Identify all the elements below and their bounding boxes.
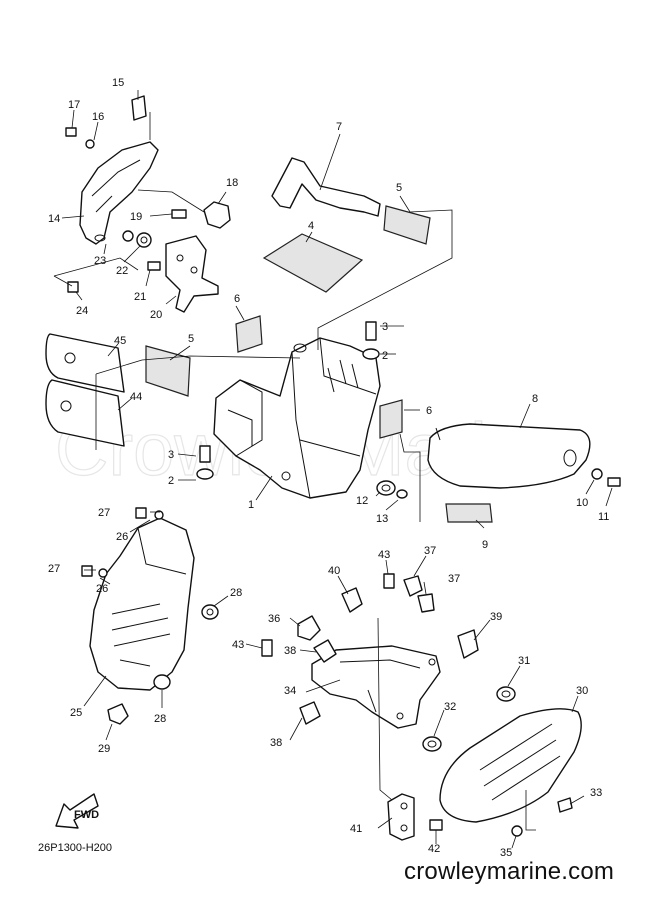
callout-34: 34: [284, 685, 296, 697]
callout-25: 25: [70, 707, 82, 719]
callout-28: 28: [230, 587, 242, 599]
callout-4: 4: [308, 220, 314, 232]
callout-29: 29: [98, 743, 110, 755]
callout-26: 26: [96, 583, 108, 595]
callout-22: 22: [116, 265, 128, 277]
callout-12: 12: [356, 495, 368, 507]
callout-39: 39: [490, 611, 502, 623]
panel-45[interactable]: [45, 333, 125, 393]
grommets-28[interactable]: [153, 604, 219, 690]
callout-16: 16: [92, 111, 104, 123]
callout-44: 44: [130, 391, 142, 403]
pad-6a[interactable]: [235, 315, 263, 353]
callout-38: 38: [270, 737, 282, 749]
callout-45: 45: [114, 335, 126, 347]
callout-42: 42: [428, 843, 440, 855]
callout-24: 24: [76, 305, 88, 317]
callout-38: 38: [284, 645, 296, 657]
callout-27: 27: [48, 563, 60, 575]
grommet-12-13[interactable]: [376, 480, 408, 499]
pad-6b[interactable]: [379, 399, 403, 439]
callout-37: 37: [448, 573, 460, 585]
callout-32: 32: [444, 701, 456, 713]
callout-37: 37: [424, 545, 436, 557]
callout-23: 23: [94, 255, 106, 267]
callout-7: 7: [336, 121, 342, 133]
cover-25[interactable]: [89, 517, 195, 691]
callout-8: 8: [532, 393, 538, 405]
callout-18: 18: [226, 177, 238, 189]
fwd-arrow-icon: FWD: [55, 793, 99, 829]
bolt-10-11[interactable]: [591, 468, 621, 487]
callout-27: 27: [98, 507, 110, 519]
bracket-34[interactable]: [311, 645, 441, 729]
callout-6: 6: [426, 405, 432, 417]
callout-labels: 1 2 2 3 3 4 5 5 6 6 7 8 9 10 11 12 13 14…: [48, 77, 609, 859]
pad-4[interactable]: [262, 233, 364, 293]
bolt-33-35[interactable]: [511, 797, 573, 837]
callout-43: 43: [378, 549, 390, 561]
bracket-18-19[interactable]: [171, 201, 231, 229]
cover-30[interactable]: [439, 708, 582, 823]
website-link[interactable]: crowleymarine.com: [404, 858, 615, 885]
callout-3: 3: [382, 321, 388, 333]
bracket-20[interactable]: [165, 235, 219, 313]
part-label-15[interactable]: [131, 95, 147, 121]
bolt-3-2-left[interactable]: [196, 445, 214, 480]
callout-9: 9: [482, 539, 488, 551]
bolts-26-27[interactable]: [81, 507, 164, 578]
callout-36: 36: [268, 613, 280, 625]
callout-10: 10: [576, 497, 588, 509]
bracket-41-42[interactable]: [387, 793, 443, 841]
handle-7[interactable]: [271, 157, 381, 217]
callout-6: 6: [234, 293, 240, 305]
callout-15: 15: [112, 77, 124, 89]
leader-lines: [53, 90, 613, 849]
callout-2: 2: [382, 350, 388, 362]
callout-40: 40: [328, 565, 340, 577]
callout-31: 31: [518, 655, 530, 667]
callout-21: 21: [134, 291, 146, 303]
cover-8[interactable]: [427, 423, 591, 489]
callout-30: 30: [576, 685, 588, 697]
callout-11: 11: [598, 511, 609, 523]
callout-26: 26: [116, 531, 128, 543]
drawing-code: 26P1300-H200: [38, 842, 113, 854]
callout-2: 2: [168, 475, 174, 487]
pad-5a[interactable]: [383, 205, 431, 245]
bolts-43[interactable]: [261, 573, 395, 657]
callout-33: 33: [590, 787, 602, 799]
callout-14: 14: [48, 213, 60, 225]
callout-43: 43: [232, 639, 244, 651]
callout-5: 5: [188, 333, 194, 345]
housing-1[interactable]: [213, 337, 381, 499]
bolt-3-2-right[interactable]: [362, 321, 380, 360]
callout-35: 35: [500, 847, 512, 859]
callout-1: 1: [248, 499, 254, 511]
grommets-31-32[interactable]: [422, 686, 516, 752]
svg-text:FWD: FWD: [74, 809, 99, 821]
pad-9[interactable]: [445, 503, 493, 523]
bolt-16-17[interactable]: [65, 127, 95, 149]
washers-21-24[interactable]: [67, 230, 161, 293]
callout-17: 17: [68, 99, 80, 111]
part-cover-14[interactable]: [79, 141, 159, 245]
callout-3: 3: [168, 449, 174, 461]
callout-19: 19: [130, 211, 142, 223]
clamps-36-40[interactable]: [297, 575, 479, 725]
callout-41: 41: [350, 823, 362, 835]
pad-5b[interactable]: [145, 345, 191, 397]
callout-13: 13: [376, 513, 388, 525]
panel-44[interactable]: [45, 379, 125, 447]
callout-20: 20: [150, 309, 162, 321]
callout-28: 28: [154, 713, 166, 725]
callout-5: 5: [396, 182, 402, 194]
clip-29[interactable]: [107, 703, 129, 725]
